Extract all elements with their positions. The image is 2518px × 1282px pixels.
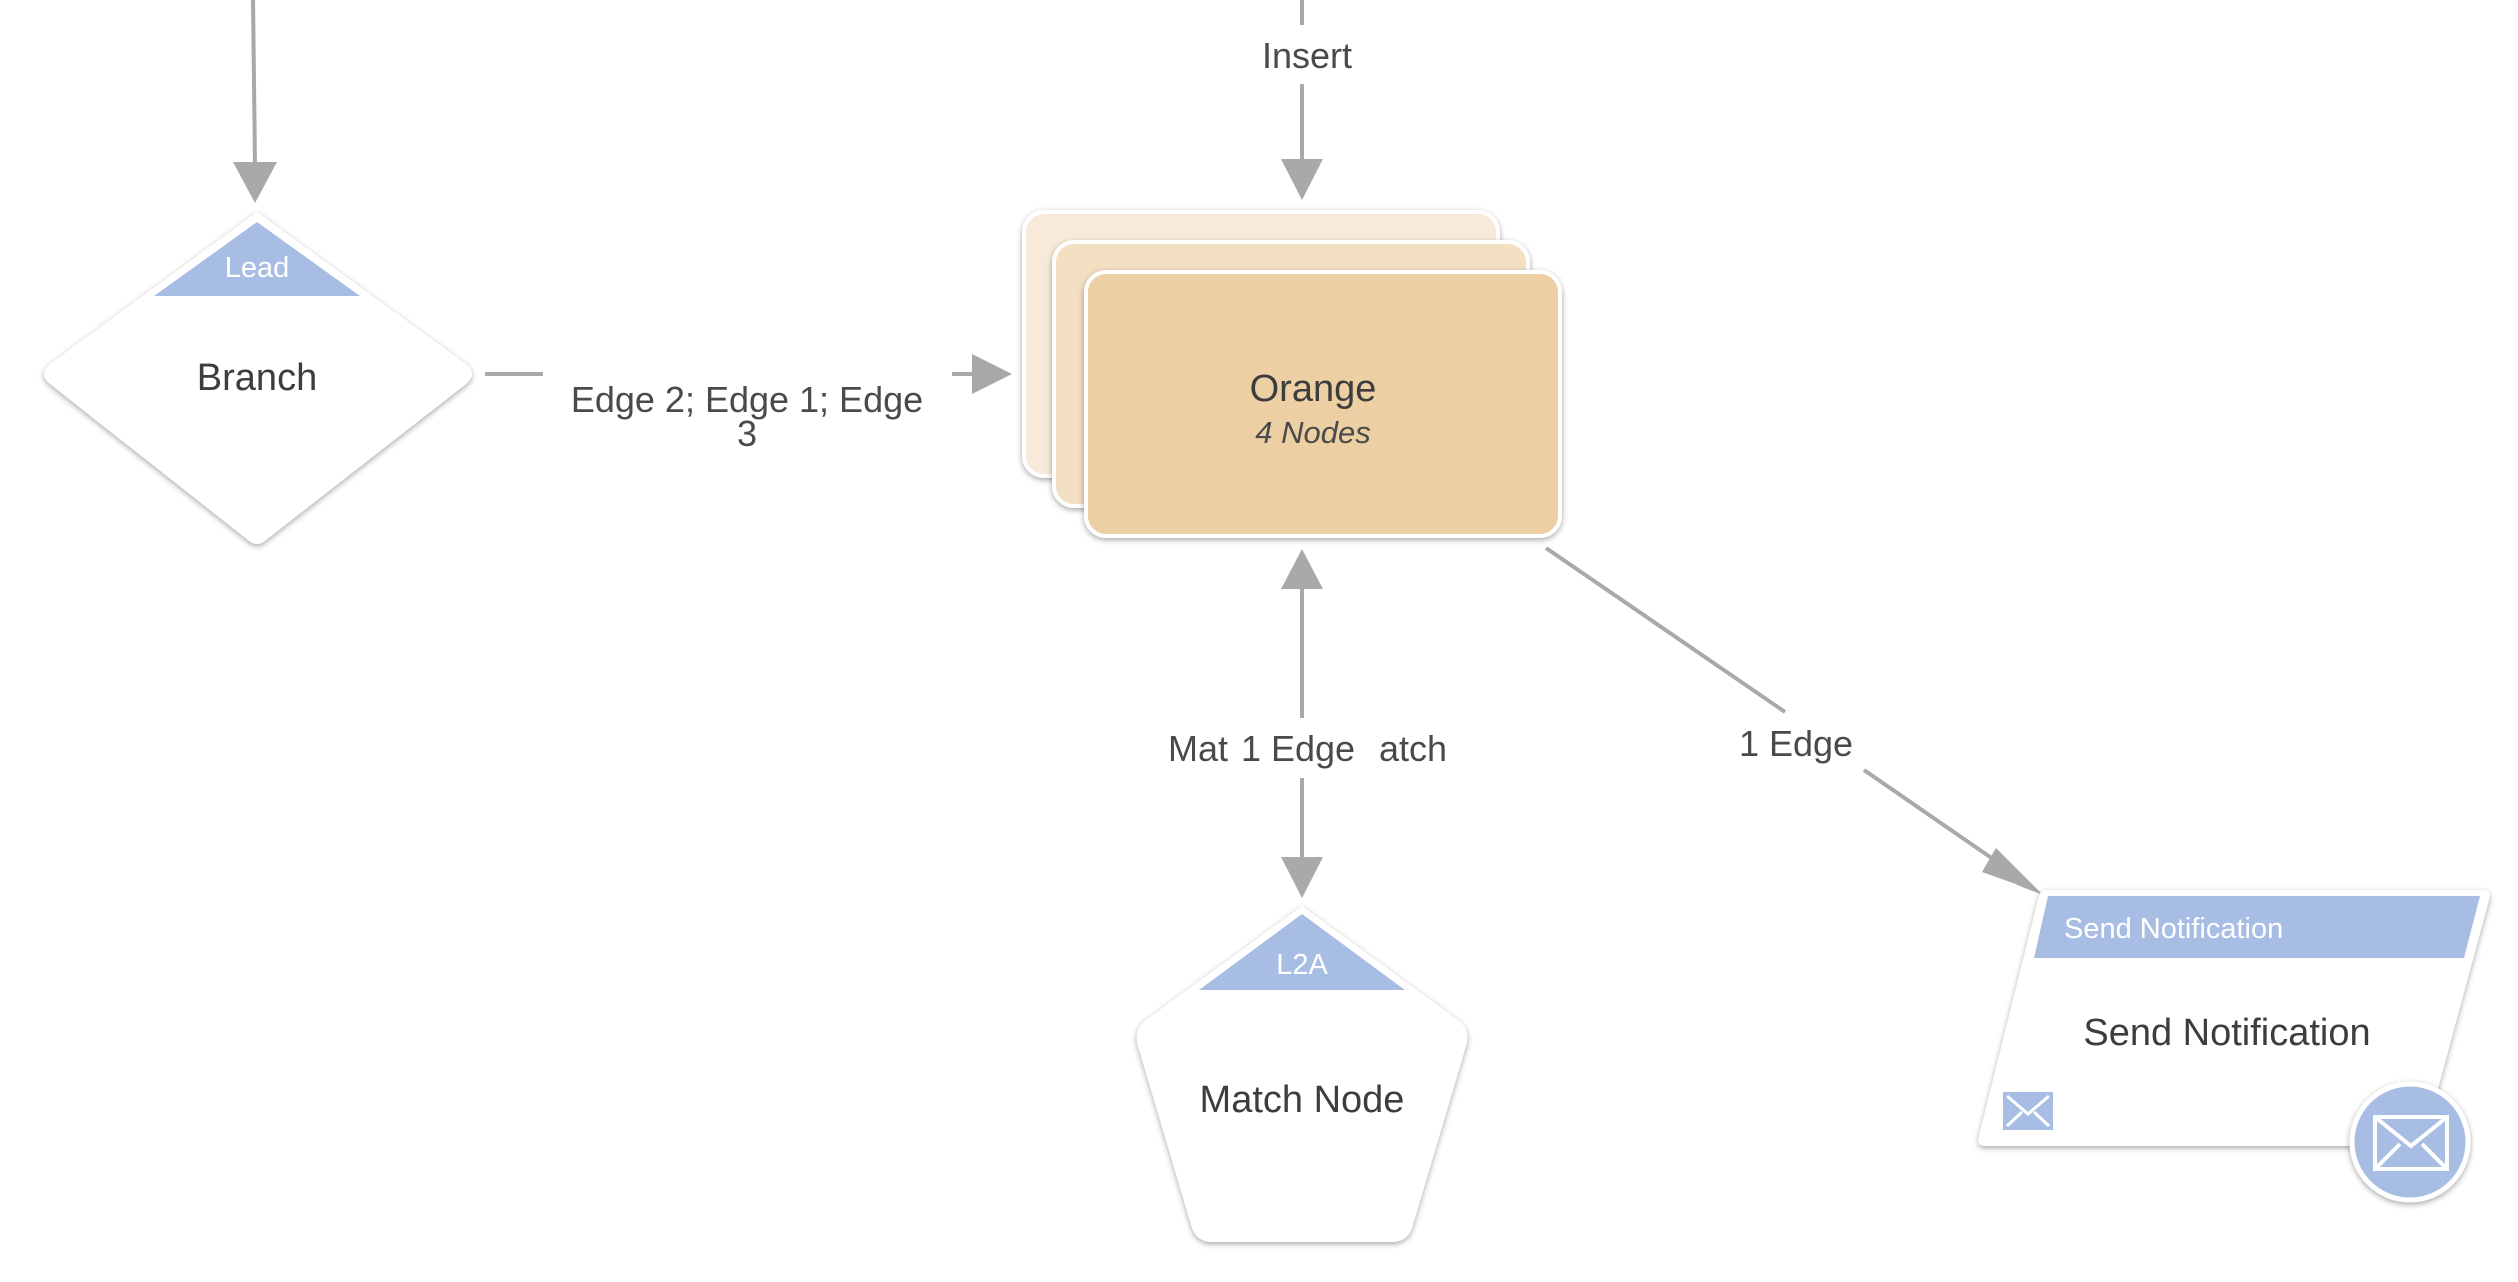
send-notification-node[interactable]: Send Notification Send Notification — [1978, 890, 2490, 1203]
match-node[interactable]: L2A Match Node — [1136, 906, 1468, 1242]
edge-match-label-right: atch — [1379, 728, 1447, 769]
branch-node[interactable]: Lead Branch — [44, 212, 472, 544]
send-notification-header-label: Send Notification — [2064, 913, 2283, 945]
send-notification-header — [2034, 896, 2480, 958]
branch-badge — [154, 222, 360, 296]
match-title: Match Node — [1200, 1079, 1405, 1121]
edge-group-to-notify-label: 1 Edge — [1739, 723, 1853, 764]
send-notification-title: Send Notification — [2083, 1012, 2370, 1054]
edge-into-branch[interactable] — [233, 0, 277, 203]
branch-title: Branch — [197, 357, 317, 399]
branch-badge-label: Lead — [225, 252, 290, 284]
edge-insert-label: Insert — [1262, 35, 1352, 76]
edge-branch-to-group[interactable]: Edge 2; Edge 1; Edge 3 — [485, 354, 1012, 454]
edge-branch-to-group-label-line2: 3 — [737, 413, 757, 454]
edge-match-label-center: 1 Edge — [1241, 728, 1355, 769]
edge-group-to-notify[interactable]: 1 Edge — [1544, 546, 2043, 895]
match-badge — [1199, 914, 1405, 990]
group-subtitle: 4 Nodes — [1255, 415, 1370, 450]
group-title: Orange — [1250, 368, 1377, 410]
group-card-front — [1084, 270, 1562, 538]
edge-branch-to-group-label-line1: Edge 2; Edge 1; Edge — [571, 379, 923, 420]
group-node-orange[interactable]: Orange 4 Nodes — [1022, 210, 1562, 538]
edge-insert[interactable]: Insert — [1262, 0, 1352, 200]
match-badge-label: L2A — [1276, 949, 1328, 981]
send-notification-envelope-icon[interactable] — [2349, 1081, 2471, 1203]
envelope-icon — [2003, 1092, 2053, 1130]
edge-match-label-left: Mat — [1168, 728, 1228, 769]
edge-match-to-group[interactable]: Mat 1 Edge atch — [1168, 549, 1447, 898]
